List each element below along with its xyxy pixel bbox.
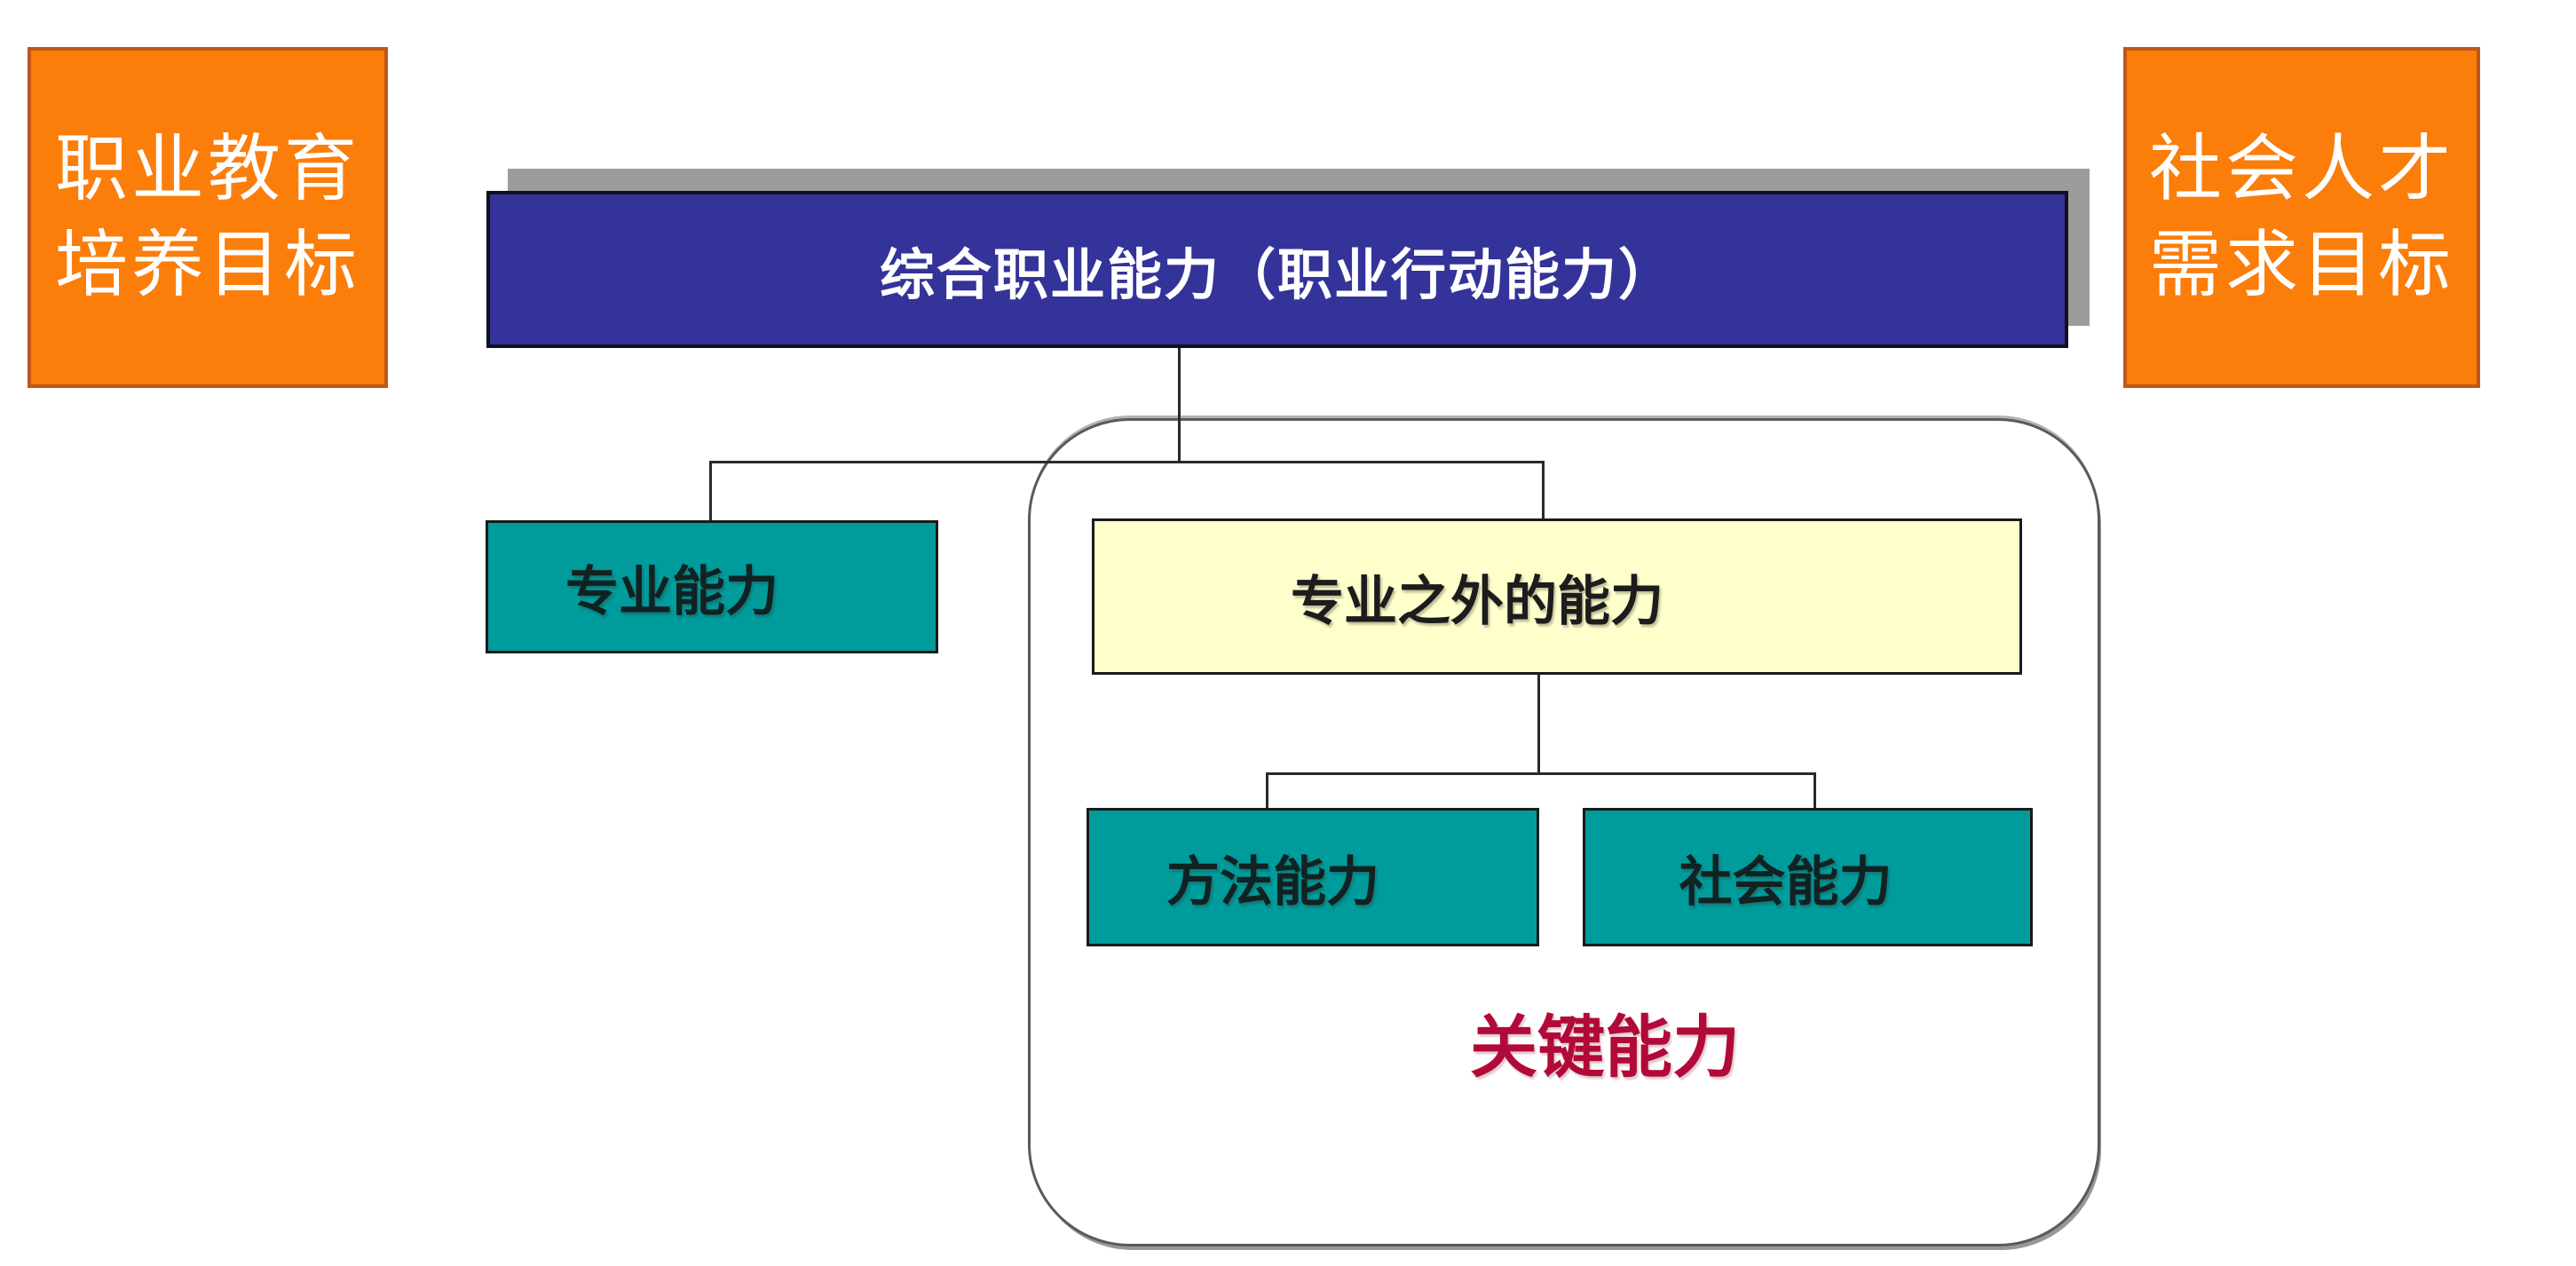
social-talent-demand-goal-box: 社会人才 需求目标 — [2123, 47, 2480, 388]
key-competence-caption: 关键能力 — [1379, 1010, 1831, 1085]
connector-top-horizontal — [709, 461, 1545, 463]
goal-right-line2: 需求目标 — [2148, 223, 2454, 307]
connector-nonprofessional-stem — [1537, 673, 1540, 774]
key-competence-text: 关键能力 — [1470, 1008, 1740, 1087]
node-method-label: 方法能力 — [1166, 851, 1379, 914]
connector-bottom-horizontal — [1266, 772, 1816, 775]
comprehensive-ability-banner: 综合职业能力（职业行动能力） — [486, 191, 2068, 348]
node-nonprofessional-label: 专业之外的能力 — [1291, 570, 1663, 633]
goal-left-line1: 职业教育 — [54, 126, 360, 211]
goal-left-line2: 培养目标 — [54, 223, 360, 307]
node-professional-ability: 专业能力 — [486, 520, 938, 653]
banner-label: 综合职业能力（职业行动能力） — [879, 241, 1675, 307]
vocational-education-goal-box: 职业教育 培养目标 — [28, 47, 388, 388]
connector-drop-professional — [709, 461, 712, 523]
goal-right-line1: 社会人才 — [2148, 126, 2454, 211]
node-method-ability: 方法能力 — [1087, 808, 1539, 946]
connector-banner-stem — [1178, 348, 1181, 463]
connector-drop-nonprofessional — [1542, 461, 1545, 521]
connector-drop-social — [1813, 772, 1816, 811]
node-social-label: 社会能力 — [1679, 851, 1892, 914]
node-nonprofessional-ability: 专业之外的能力 — [1092, 518, 2022, 675]
node-social-ability: 社会能力 — [1583, 808, 2033, 946]
node-professional-label: 专业能力 — [565, 560, 778, 623]
connector-drop-method — [1266, 772, 1268, 811]
